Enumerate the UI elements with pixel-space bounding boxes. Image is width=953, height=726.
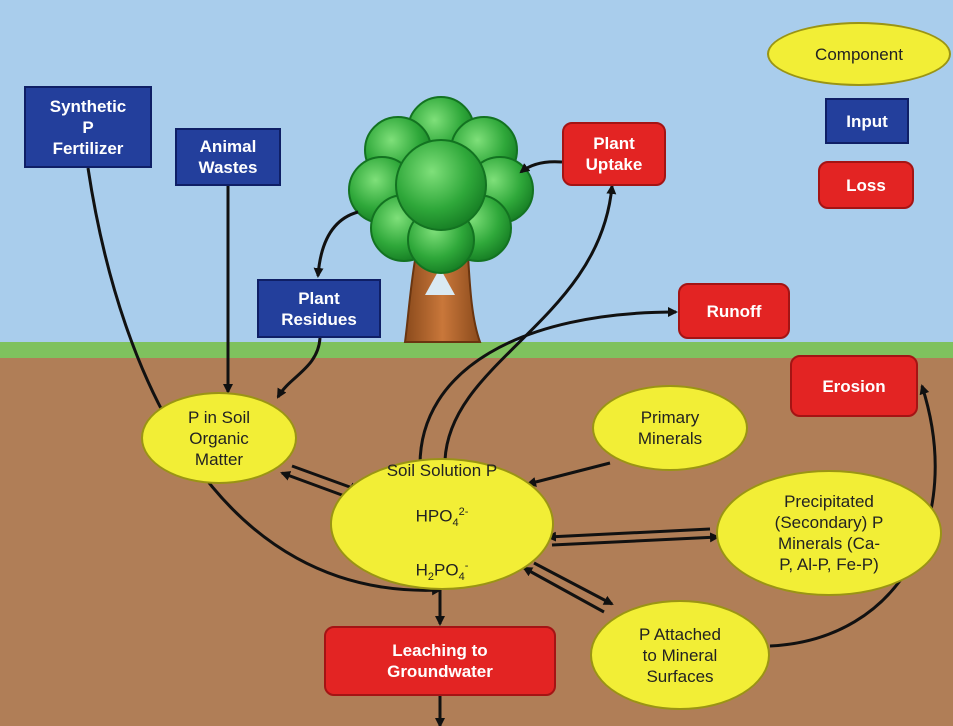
legend-component: Component — [767, 22, 951, 86]
legend-loss: Loss — [818, 161, 914, 209]
synthetic-fertilizer-box: Synthetic P Fertilizer — [24, 86, 152, 168]
attached-minerals: P Attached to Mineral Surfaces — [590, 600, 770, 710]
runoff-box: Runoff — [678, 283, 790, 339]
legend-input: Input — [825, 98, 909, 144]
animal-wastes-box: Animal Wastes — [175, 128, 281, 186]
soil-solution-title: Soil Solution P — [386, 461, 498, 481]
soil-solution-species-2: H2PO4- — [415, 559, 469, 583]
arrow-solution-to-attached — [533, 561, 614, 606]
arrow-solution-to-runoff — [418, 307, 678, 466]
arrow-primary-to-solution — [526, 461, 611, 487]
arrow-attached-to-solution — [522, 566, 605, 614]
soil-solution-species-1: HPO42- — [415, 506, 469, 530]
ground-surface — [0, 342, 953, 358]
arrow-precipitated-to-solution — [546, 527, 711, 542]
arrow-organic-to-solution — [291, 464, 360, 492]
arrow-solution-to-organic — [280, 471, 351, 500]
plant-residues-box: Plant Residues — [257, 279, 381, 338]
soil-solution-p: Soil Solution P HPO42- H2PO4- — [330, 458, 554, 590]
tree-icon — [348, 96, 534, 343]
soil-organic-matter: P in Soil Organic Matter — [141, 392, 297, 484]
primary-minerals: Primary Minerals — [592, 385, 748, 471]
arrow-tree-to-plant-residues — [313, 210, 359, 278]
leaching-box: Leaching to Groundwater — [324, 626, 556, 696]
arrow-plant-residues-to-organic — [276, 337, 322, 399]
arrow-solution-to-precipitated — [551, 532, 720, 547]
erosion-box: Erosion — [790, 355, 918, 417]
plant-uptake-box: Plant Uptake — [562, 122, 666, 186]
arrow-plant-uptake-to-tree — [519, 160, 563, 174]
precipitated-minerals: Precipitated (Secondary) P Minerals (Ca-… — [716, 470, 942, 596]
